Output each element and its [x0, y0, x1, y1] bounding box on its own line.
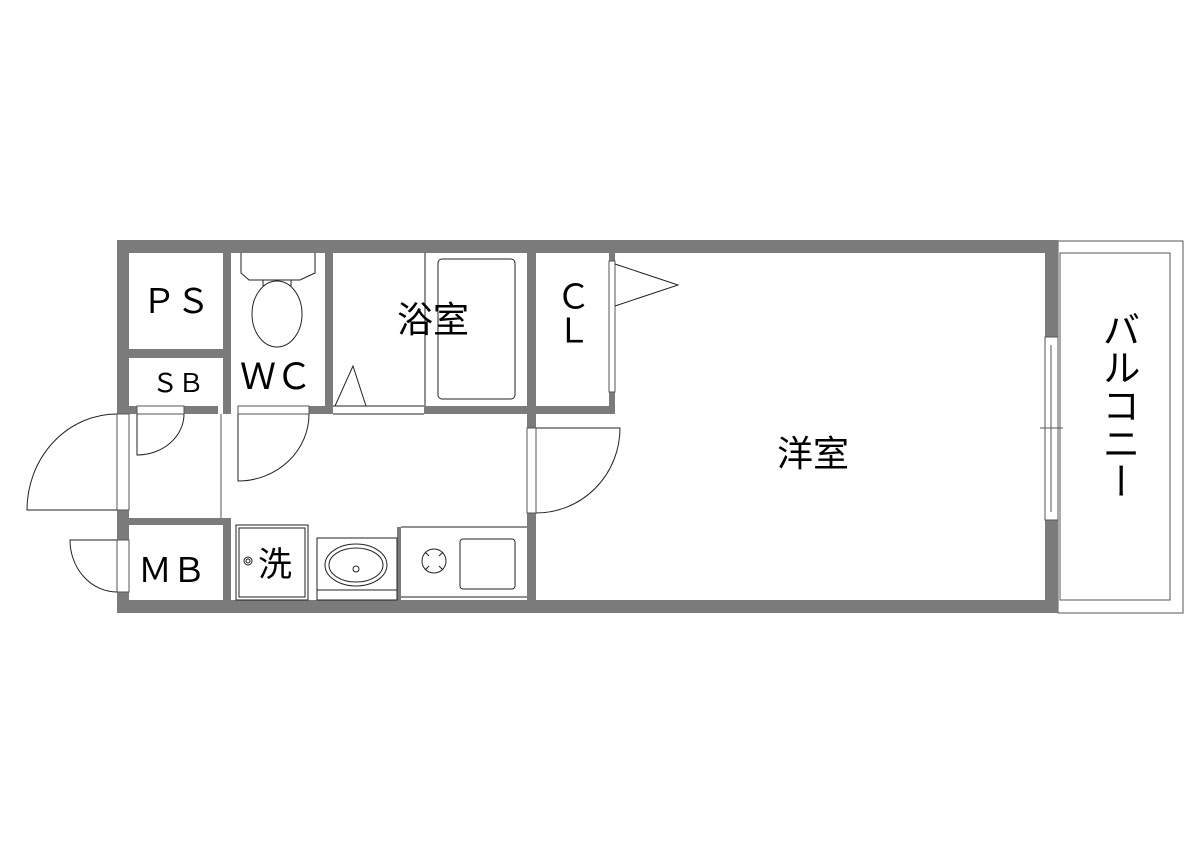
label-balcony: バルコニー — [1096, 310, 1140, 500]
label-mb: ＭＢ — [138, 551, 206, 591]
label-closet: ＣＬ — [550, 279, 590, 347]
label-wc: ＷＣ — [240, 357, 312, 398]
label-bath: 浴室 — [397, 300, 469, 341]
mb-door[interactable] — [69, 539, 130, 593]
wc-door[interactable] — [237, 405, 310, 482]
entrance-door[interactable] — [26, 413, 130, 511]
closet-door — [608, 260, 680, 393]
washer-space — [235, 524, 309, 601]
label-western-room: 洋室 — [777, 434, 849, 475]
bathtub — [333, 253, 516, 415]
walls — [117, 240, 1058, 613]
label-washer: 洗 — [258, 545, 292, 585]
toilet — [240, 253, 316, 348]
sink — [316, 537, 398, 601]
sb-door[interactable] — [136, 405, 185, 456]
room-door[interactable] — [526, 427, 621, 514]
label-sb: ＳＢ — [152, 369, 204, 399]
stove — [401, 526, 527, 598]
window — [1040, 336, 1063, 521]
label-ps: ＰＳ — [142, 282, 210, 322]
